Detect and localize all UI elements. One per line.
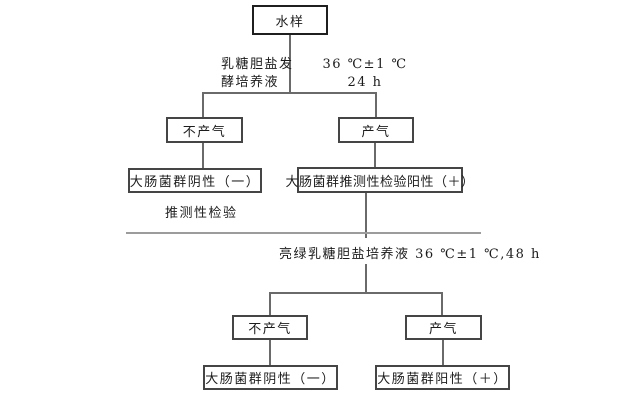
water-sample-box: 水样 — [252, 5, 328, 35]
stage1-time-label: 24 h — [347, 75, 383, 90]
connector-stage1-gas-to-positive — [374, 143, 376, 167]
stage2-gas-label: 产气 — [428, 322, 458, 337]
stage2-positive-result-box: 大肠菌群阳性（＋） — [375, 365, 510, 390]
connector-stage1-no-gas-to-negative — [202, 143, 204, 168]
branch2-right-drop-line — [441, 292, 443, 315]
stage1-temp-label: 36 ℃±1 ℃ — [322, 57, 408, 72]
stage2-medium-label: 亮绿乳糖胆盐培养液 36 ℃±1 ℃,48 h — [279, 247, 541, 262]
branch2-left-drop-line — [269, 292, 271, 315]
branch1-horizontal-line — [202, 92, 377, 94]
stage1-gas-label: 产气 — [361, 124, 391, 140]
connector-root-to-branch1 — [289, 35, 291, 93]
connector-stage2-gas-to-positive — [442, 340, 444, 365]
stage2-negative-result-label: 大肠菌群阴性（一） — [205, 372, 336, 387]
stage1-medium-line2: 酵培养液 — [221, 75, 280, 90]
stage2-negative-result-box: 大肠菌群阴性（一） — [203, 365, 338, 390]
stage1-condition-label: 36 ℃±1 ℃ 24 h — [322, 56, 408, 92]
stage1-gas-box: 产气 — [338, 117, 414, 143]
stage1-negative-result-box: 大肠菌群阴性（一） — [128, 168, 262, 193]
branch1-right-drop-line — [375, 92, 377, 117]
stage1-positive-result-box: 大肠菌群推测性检验阳性（＋） — [286, 167, 474, 193]
branch1-left-drop-line — [202, 92, 204, 117]
stage1-medium-line1: 乳糖胆盐发 — [221, 57, 294, 72]
stage1-no-gas-box: 不产气 — [166, 117, 243, 143]
stage1-no-gas-label: 不产气 — [182, 124, 227, 140]
stage2-no-gas-label: 不产气 — [248, 322, 292, 337]
stage1-positive-result-label: 大肠菌群推测性检验阳性（＋） — [285, 174, 475, 190]
presumptive-test-stage-label: 推测性检验 — [165, 206, 238, 221]
branch2-horizontal-line — [269, 292, 443, 294]
stage1-medium-label: 乳糖胆盐发 酵培养液 — [221, 56, 294, 92]
connector-stage2-no-gas-to-negative — [269, 340, 271, 365]
connector-positive-to-stage2 — [365, 193, 367, 238]
water-sample-label: 水样 — [275, 14, 305, 30]
connector-stage2-medium-to-branch2 — [365, 264, 367, 293]
stage2-gas-box: 产气 — [405, 315, 482, 340]
section-divider-line — [126, 232, 481, 234]
stage1-negative-result-label: 大肠菌群阴性（一） — [129, 175, 261, 190]
stage2-no-gas-box: 不产气 — [232, 315, 308, 340]
stage2-positive-result-label: 大肠菌群阳性（＋） — [377, 372, 508, 387]
